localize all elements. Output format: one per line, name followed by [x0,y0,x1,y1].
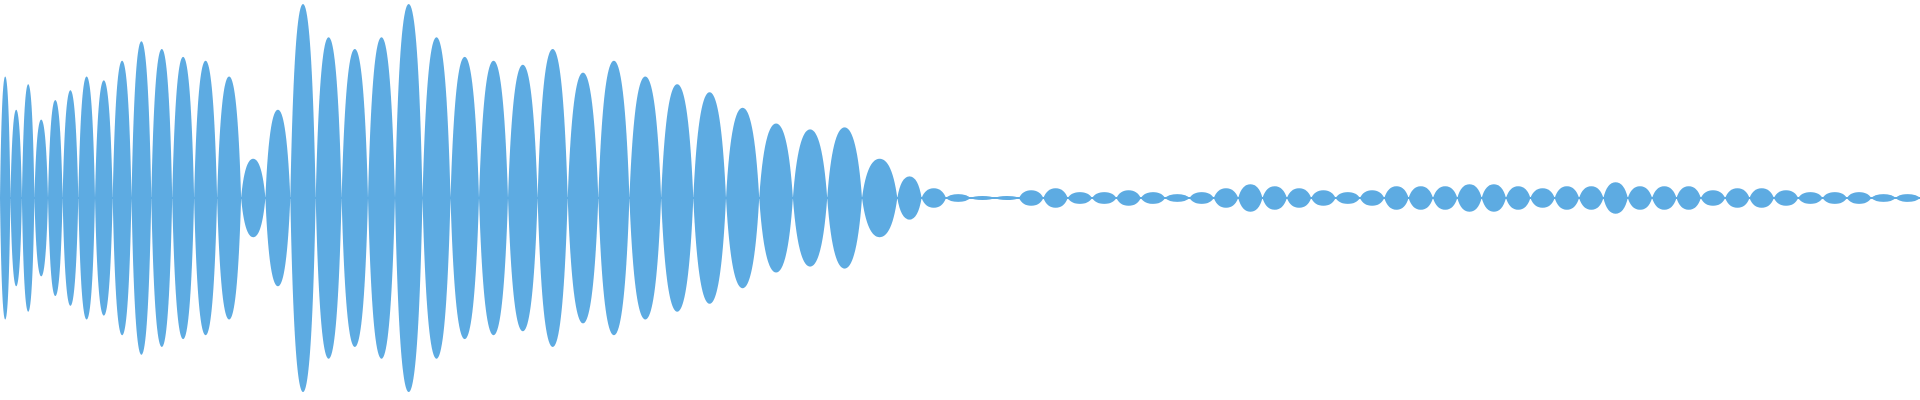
waveform-lobe [1895,194,1920,202]
waveform-lobe [1140,192,1166,204]
waveform-lobe [62,90,79,306]
waveform-lobe [450,56,479,340]
waveform-lobe [1627,186,1653,210]
waveform-lobe [1433,186,1458,210]
waveform-lobe [1676,186,1701,210]
waveform-lobe [1749,188,1774,208]
waveform-lobe [661,84,694,312]
waveform-lobe [1579,186,1604,210]
waveform-lobe [921,188,946,208]
waveform-lobe [10,109,22,287]
waveform-lobe [946,194,971,202]
waveform-lobe [1067,192,1093,204]
waveform-lobe [1481,184,1506,212]
waveform-lobe [1116,190,1141,206]
waveform-lobe [1603,182,1628,214]
waveform-lobe [78,76,95,320]
waveform-lobe [1506,186,1531,210]
waveform-lobe [131,41,152,355]
waveform-lobe [217,76,242,320]
waveform-lobe [290,4,316,392]
waveform-lobe [395,4,423,392]
waveform-lobe [315,37,342,359]
waveform-lobe [95,80,113,316]
waveform-lobe [1359,190,1385,206]
waveform-lobe [629,76,662,320]
waveform-lobe [1457,184,1482,212]
waveform-lobe [1213,188,1239,208]
waveform-lobe [759,123,793,273]
waveform-lobe [1846,192,1872,204]
waveform-lobe [1773,190,1799,206]
waveform-lobe [508,64,538,332]
waveform-lobe [194,60,218,336]
waveform-lobe [1652,186,1677,210]
waveform-lobe [1311,190,1336,206]
waveform-lobe [862,158,898,238]
waveform-lobe [241,158,266,238]
waveform-lobe [341,49,368,347]
waveform-lobe [1798,192,1823,204]
waveform-lobe [537,49,568,347]
waveform-lobe [1408,186,1433,210]
waveform-lobe [598,60,630,336]
waveform-lobe [368,37,395,359]
waveform-lobe [422,37,451,359]
waveform-lobe [1238,184,1263,212]
waveform-lobe [21,84,35,312]
waveform-lobe [151,49,173,347]
waveform-lobe [172,56,195,340]
waveform-lobe [693,92,726,304]
waveform-lobe [792,129,828,267]
waveform-lobe [567,72,599,324]
waveform-lobe [1554,186,1580,210]
waveform-lobe [994,196,1019,200]
waveform-lobe [1189,192,1214,204]
waveform-lobe [1871,194,1896,202]
waveform-lobe [897,176,922,220]
waveform-lobe [0,76,11,320]
waveform-lobe [34,119,48,277]
waveform-lobe [827,127,862,269]
waveform-lobe [1165,194,1190,202]
waveform-lobe [1092,192,1117,204]
waveform-lobe [48,100,63,296]
waveform-lobe [1822,192,1847,204]
waveform-lobe [726,107,760,289]
waveform-lobe [1043,188,1068,208]
waveform-lobe [1262,186,1287,210]
waveform-lobe [970,196,995,200]
waveform-lobe [1700,190,1726,206]
waveform-lobe [1335,192,1360,204]
waveform-lobe [112,60,132,336]
waveform-lobe [265,109,291,287]
waveform-lobe [479,60,508,336]
waveform-lobe [1725,188,1750,208]
waveform-lobe [1019,190,1044,206]
waveform-lobe [1384,186,1409,210]
waveform-lobe [1530,188,1555,208]
waveform-lobe [1286,188,1312,208]
